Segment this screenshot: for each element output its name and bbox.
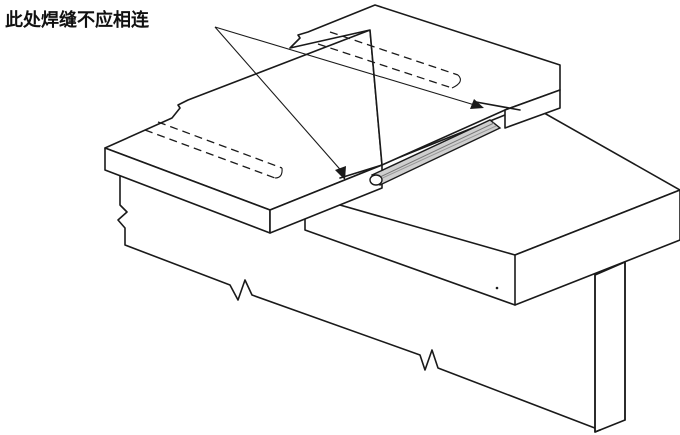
right-hidden-weld-end: [451, 74, 461, 89]
lower-flange-top: [304, 104, 680, 256]
weld-bead: [339, 101, 521, 186]
annotation-label: 此处焊缝不应相连: [5, 9, 150, 31]
left-hidden-weld-upper: [144, 129, 276, 179]
weld-bead-end: [369, 174, 383, 186]
left-plate-right-face: [269, 164, 383, 234]
right-hidden-weld-lower: [317, 43, 453, 89]
right-plate: [289, 4, 561, 166]
lower-body-outline: [117, 169, 601, 431]
lower-flange-front: [514, 189, 680, 306]
left-hidden-weld-end: [274, 167, 283, 179]
leader-line-right: [214, 26, 479, 107]
left-plate: [104, 29, 383, 234]
leader-arrows: [214, 26, 484, 180]
arrow-head-right: [470, 99, 484, 109]
right-hidden-weld-upper: [329, 31, 459, 76]
web-front: [594, 261, 626, 433]
lower-beam: [117, 104, 680, 433]
leader-line-left: [214, 26, 346, 176]
web-side: [594, 274, 601, 433]
dot-mark: [495, 286, 499, 290]
weld-bead-shade2: [375, 125, 497, 182]
right-plate-top: [289, 4, 561, 166]
arrow-head-left: [335, 166, 346, 180]
right-plate-front: [504, 89, 561, 129]
weld-gap-line-right: [475, 101, 521, 111]
weld-gap-line: [339, 164, 383, 179]
weld-bead-shade1: [377, 122, 495, 179]
left-hidden-weld-lower: [157, 121, 283, 169]
